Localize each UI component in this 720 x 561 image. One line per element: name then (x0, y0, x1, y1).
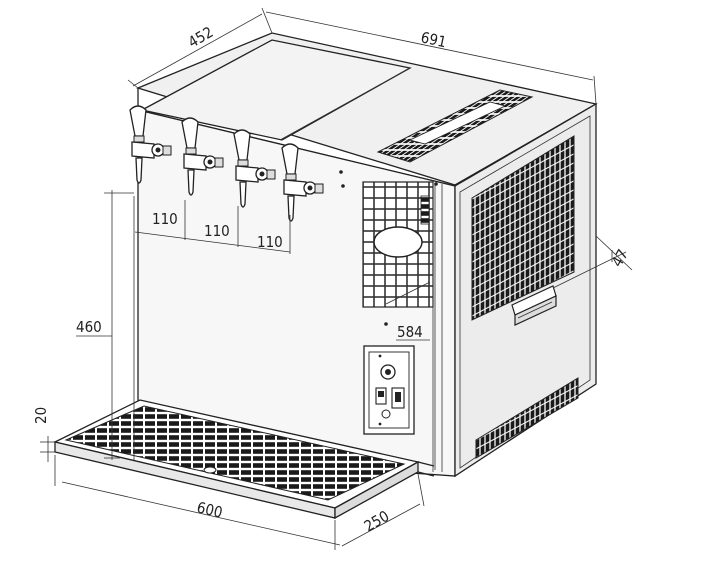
beer-tap-icon (181, 117, 224, 196)
beer-tap-icon (281, 143, 324, 222)
dim-tap-spacing-2: 110 (204, 222, 230, 240)
dim-tray-height: 20 (32, 407, 50, 424)
dimension-lines (40, 7, 633, 550)
dim-tap-spacing-3: 110 (257, 233, 283, 251)
dim-tray-depth: 250 (361, 507, 392, 535)
side-handle (511, 285, 557, 326)
dim-depth: 452 (185, 23, 216, 51)
taps (129, 105, 324, 222)
dim-handle-offset: 47 (608, 246, 632, 270)
beer-tap-icon (129, 105, 172, 184)
dim-tap-spacing-1: 110 (152, 210, 178, 228)
fixing-screws (339, 170, 438, 326)
dim-unit-height: 584 (397, 323, 423, 341)
dim-tray-width: 600 (195, 498, 224, 521)
side-face (454, 102, 597, 478)
front-grille (362, 181, 434, 308)
beer-tap-icon (233, 129, 276, 208)
top-vent (376, 89, 534, 163)
dim-width: 691 (419, 28, 448, 51)
dim-tap-height: 460 (76, 318, 102, 336)
drip-tray (53, 399, 435, 520)
control-panel (363, 345, 415, 435)
